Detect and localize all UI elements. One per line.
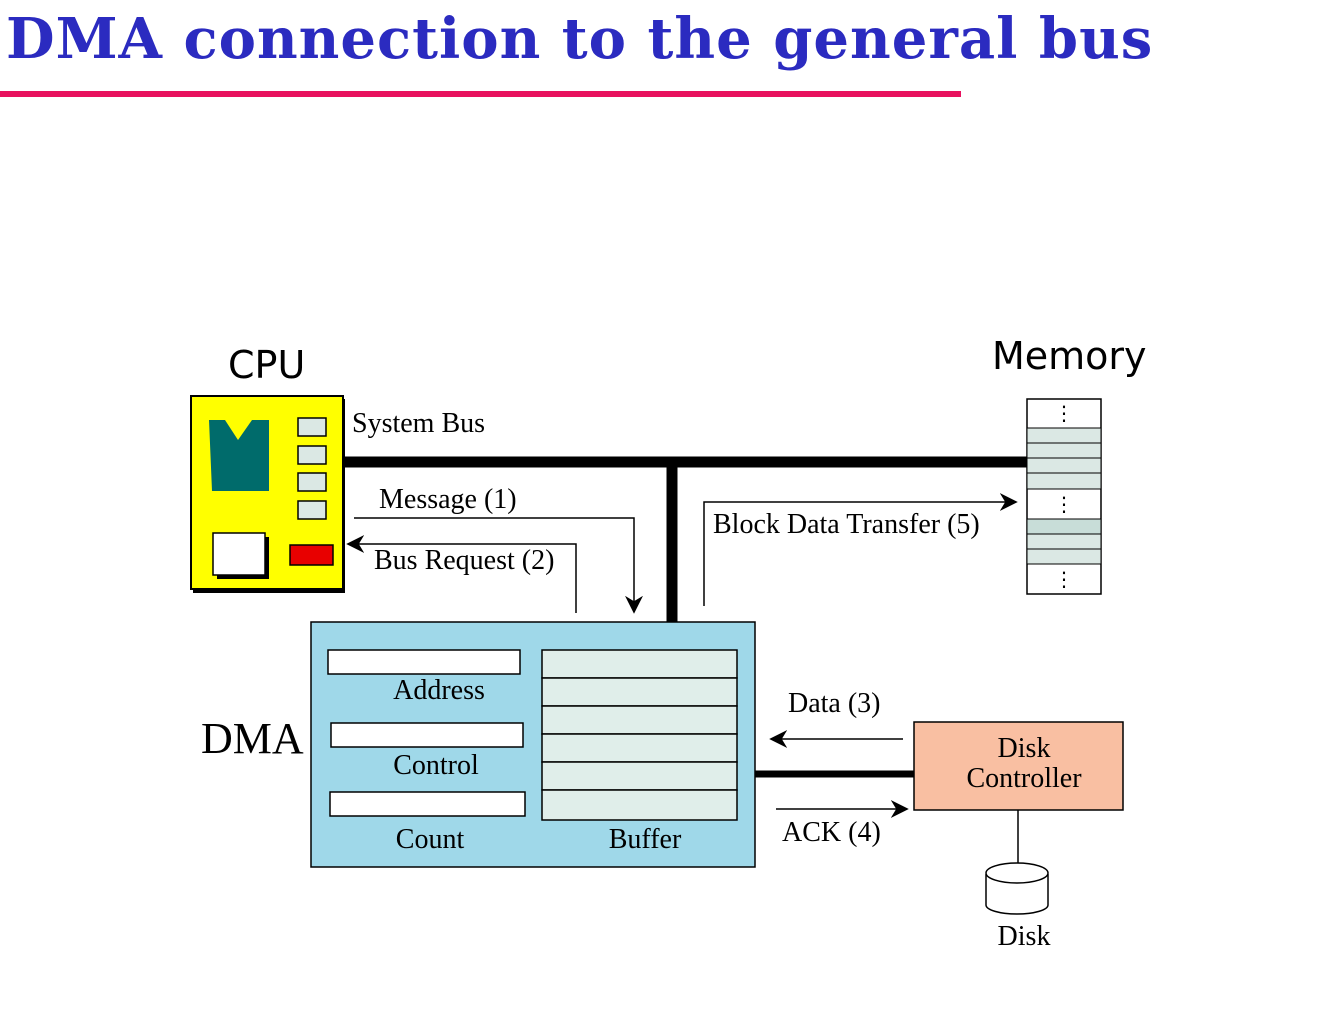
count-register: [329, 791, 526, 817]
cpu-register: [297, 445, 327, 465]
address-register: [327, 649, 521, 675]
block-transfer-arrow: [703, 493, 1018, 606]
control-label: Control: [393, 750, 479, 781]
buffer: [541, 649, 738, 821]
buffer-cell: [541, 705, 738, 735]
memory-block: ⋮ ⋮ ⋮: [1026, 398, 1102, 595]
count-label: Count: [396, 824, 465, 855]
buffer-cell: [541, 649, 738, 679]
buffer-cell: [541, 677, 738, 707]
page-title: DMA connection to the general bus: [6, 6, 1154, 72]
system-bus: [345, 456, 1028, 622]
memory-ellipsis: ⋮: [1054, 492, 1074, 516]
message-label: Message (1): [379, 484, 517, 515]
data-label: Data (3): [788, 688, 881, 719]
memory-cell: [1026, 427, 1102, 444]
system-bus-label: System Bus: [352, 408, 485, 439]
memory-cell: [1026, 548, 1102, 565]
disk-controller-block: Disk Controller: [913, 721, 1124, 811]
disk-controller-label-line2: Controller: [966, 763, 1082, 794]
cpu-register: [297, 472, 327, 492]
cpu-led: [289, 544, 334, 566]
memory-cell: [1026, 472, 1102, 490]
bus-request-arrow: [346, 535, 577, 613]
cpu-display: [212, 532, 266, 576]
block-transfer-label: Block Data Transfer (5): [713, 509, 980, 540]
chip-icon: [209, 420, 269, 491]
buffer-cell: [541, 761, 738, 791]
ack-label: ACK (4): [782, 817, 881, 848]
memory-cell: [1026, 457, 1102, 474]
disk-icon: [985, 862, 1049, 915]
cpu-label: CPU: [228, 343, 305, 387]
title-underline: [0, 91, 961, 97]
memory-cell: [1026, 518, 1102, 535]
dma-block: Address Control Count Buffer: [310, 621, 756, 868]
cpu-block: [190, 395, 345, 593]
buffer-cell: [541, 789, 738, 821]
memory-ellipsis: ⋮: [1054, 401, 1074, 425]
cpu-register: [297, 500, 327, 520]
buffer-label: Buffer: [609, 824, 682, 855]
dma-label: DMA: [201, 714, 304, 763]
message-arrow: [354, 517, 643, 614]
disk-controller-label-line1: Disk: [998, 733, 1051, 764]
memory-cell: [1026, 442, 1102, 459]
cpu-register: [297, 417, 327, 437]
disk-label: Disk: [998, 921, 1051, 952]
bus-request-label: Bus Request (2): [374, 545, 554, 576]
memory-ellipsis: ⋮: [1054, 567, 1074, 591]
control-register: [330, 722, 524, 748]
memory-label: Memory: [992, 334, 1147, 378]
buffer-cell: [541, 733, 738, 763]
address-label: Address: [393, 675, 485, 706]
memory-cell: [1026, 533, 1102, 550]
